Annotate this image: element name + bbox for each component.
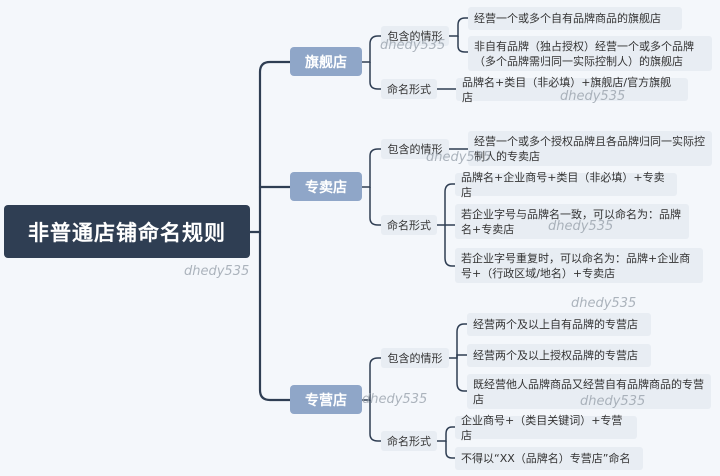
branch-node-exclusive: 专卖店 xyxy=(290,172,362,201)
leaf-node: 若企业字号重复时，可以命名为：品牌+企业商号+（行政区域/地名）+专卖店 xyxy=(455,248,703,283)
sub-label: 命名形式 xyxy=(387,83,431,96)
leaf-text: 经营一个或多个自有品牌商品的旗舰店 xyxy=(474,12,661,25)
leaf-text: 非自有品牌（独占授权）经营一个或多个品牌（多个品牌需归同一实际控制人）的旗舰店 xyxy=(474,39,694,68)
watermark: dhedy535 xyxy=(548,219,614,234)
leaf-node: 品牌名+类目（非必填）+旗舰店/官方旗舰店 xyxy=(456,76,688,104)
watermark: dhedy535 xyxy=(571,296,637,311)
sub-label: 包含的情形 xyxy=(387,352,443,365)
sub-node-specialty-cases: 包含的情形 xyxy=(381,348,449,368)
leaf-text: 企业商号+（类目关键词）+专营店 xyxy=(461,413,623,442)
leaf-text: 经营一个或多个授权品牌且各品牌归同一实际控制人的专卖店 xyxy=(474,134,705,163)
leaf-text: 品牌名+类目（非必填）+旗舰店/官方旗舰店 xyxy=(462,75,672,104)
sub-node-specialty-naming: 命名形式 xyxy=(381,431,437,451)
leaf-node: 经营一个或多个授权品牌且各品牌归同一实际控制人的专卖店 xyxy=(468,131,712,166)
leaf-text: 不得以“XX（品牌名）专营店”命名 xyxy=(461,452,631,465)
root-title: 非普通店铺命名规则 xyxy=(28,220,226,245)
leaf-text: 经营两个及以上授权品牌的专营店 xyxy=(473,349,638,362)
leaf-text: 若企业字号重复时，可以命名为：品牌+企业商号+（行政区域/地名）+专卖店 xyxy=(461,251,691,280)
watermark: dhedy535 xyxy=(426,150,492,165)
sub-node-exclusive-cases: 包含的情形 xyxy=(381,139,449,159)
branch-node-specialty: 专营店 xyxy=(290,385,362,414)
watermark: dhedy535 xyxy=(362,392,428,407)
watermark: dhedy535 xyxy=(184,264,250,279)
root-node: 非普通店铺命名规则 xyxy=(4,205,250,258)
sub-label: 包含的情形 xyxy=(387,143,443,156)
sub-label: 包含的情形 xyxy=(387,30,443,43)
leaf-node: 经营两个及以上自有品牌的专营店 xyxy=(467,313,651,336)
watermark: dhedy535 xyxy=(580,394,646,409)
leaf-node: 经营两个及以上授权品牌的专营店 xyxy=(467,344,651,367)
sub-node-flagship-naming: 命名形式 xyxy=(381,79,437,99)
watermark: dhedy535 xyxy=(560,89,626,104)
leaf-node: 非自有品牌（独占授权）经营一个或多个品牌（多个品牌需归同一实际控制人）的旗舰店 xyxy=(468,36,712,71)
leaf-text: 既经营他人品牌商品又经营自有品牌商品的专营店 xyxy=(473,377,704,406)
leaf-node: 既经营他人品牌商品又经营自有品牌商品的专营店 xyxy=(467,374,711,409)
leaf-text: 品牌名+企业商号+类目（非必填）+专卖店 xyxy=(461,170,665,199)
watermark: dhedy535 xyxy=(380,38,446,53)
branch-label: 专卖店 xyxy=(305,179,347,196)
leaf-node: 不得以“XX（品牌名）专营店”命名 xyxy=(455,447,643,470)
leaf-node: 经营一个或多个自有品牌商品的旗舰店 xyxy=(468,7,682,30)
branch-label: 旗舰店 xyxy=(305,54,347,71)
leaf-node: 企业商号+（类目关键词）+专营店 xyxy=(455,414,637,442)
sub-label: 命名形式 xyxy=(387,435,431,448)
sub-node-exclusive-naming: 命名形式 xyxy=(381,215,437,235)
sub-label: 命名形式 xyxy=(387,219,431,232)
leaf-node: 品牌名+企业商号+类目（非必填）+专卖店 xyxy=(455,171,677,199)
leaf-node: 若企业字号与品牌名一致，可以命名为：品牌名+专卖店 xyxy=(455,204,689,239)
sub-node-flagship-cases: 包含的情形 xyxy=(381,26,449,46)
leaf-text: 若企业字号与品牌名一致，可以命名为：品牌名+专卖店 xyxy=(461,207,681,236)
branch-node-flagship: 旗舰店 xyxy=(290,47,362,76)
leaf-text: 经营两个及以上自有品牌的专营店 xyxy=(473,318,638,331)
branch-label: 专营店 xyxy=(305,392,347,409)
